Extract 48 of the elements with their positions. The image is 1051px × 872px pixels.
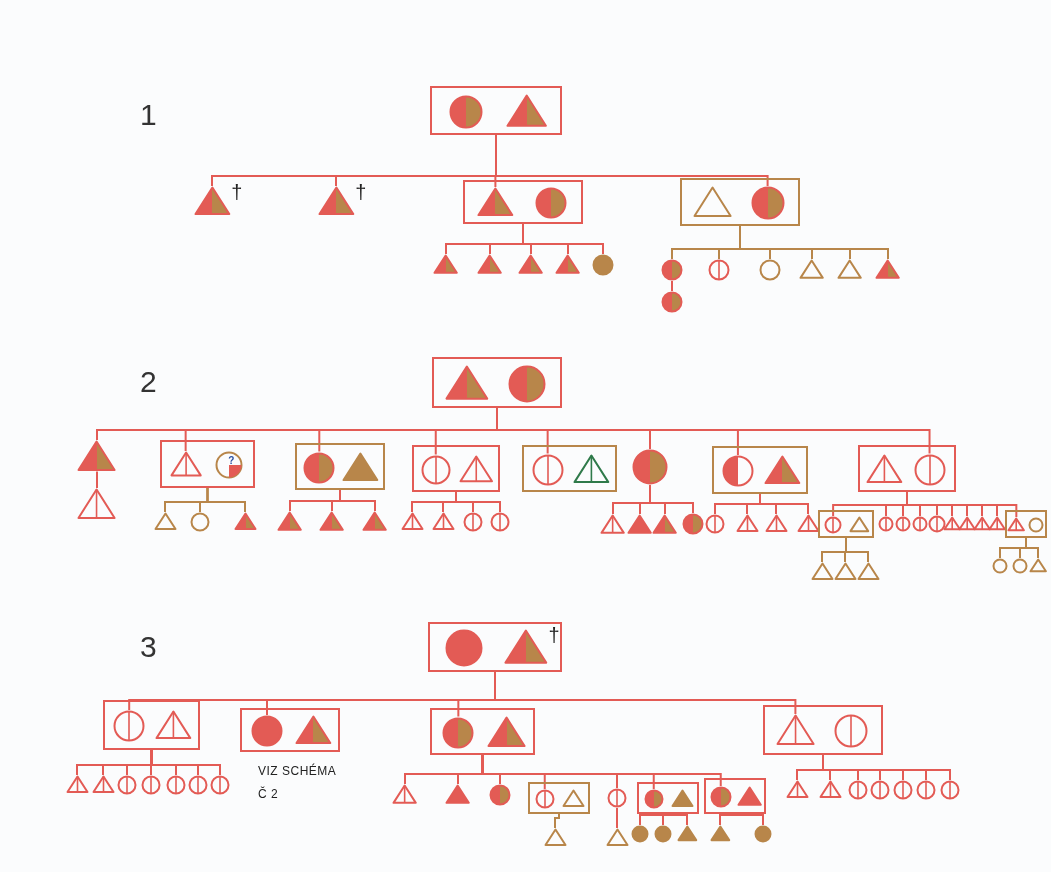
couple-box — [712, 446, 808, 494]
descent-line — [495, 134, 769, 187]
descent-line — [667, 813, 688, 826]
death-mark: † — [548, 623, 560, 647]
couple-box — [522, 445, 617, 492]
note-text: VIZ SCHÉMA Č 2 — [258, 762, 337, 803]
descent-line — [759, 493, 809, 515]
couple-box — [818, 510, 874, 538]
descent-line — [455, 491, 501, 513]
couple-box — [430, 708, 535, 755]
death-mark: † — [355, 180, 367, 204]
descent-line — [845, 537, 869, 563]
couple-box — [240, 708, 340, 752]
descent-line — [496, 407, 931, 455]
descent-line — [96, 470, 98, 489]
descent-line — [671, 280, 673, 292]
couple-box — [430, 86, 562, 135]
descent-line — [649, 484, 694, 514]
couple-box — [463, 180, 583, 224]
couple-box — [160, 440, 255, 488]
couple-box — [412, 445, 500, 492]
couple-box — [704, 778, 766, 814]
couple-box — [432, 357, 562, 408]
descent-line — [554, 813, 560, 829]
descent-line — [150, 749, 221, 776]
descent-line — [616, 807, 618, 829]
couple-box — [680, 178, 800, 226]
panel-number: 1 — [140, 100, 157, 130]
death-mark: † — [231, 180, 243, 204]
couple-box — [528, 782, 590, 814]
descent-line — [206, 487, 246, 513]
descent-line — [719, 813, 736, 826]
descent-line — [906, 491, 1018, 518]
couple-box — [428, 622, 562, 672]
couple-box — [637, 782, 699, 814]
couple-box — [763, 705, 883, 755]
descent-line — [822, 754, 951, 781]
symbol-note: ? — [228, 455, 235, 466]
couple-box — [103, 700, 200, 750]
descent-line — [734, 813, 764, 826]
panel-number: 2 — [140, 367, 157, 397]
descent-line — [494, 671, 797, 715]
panel-number: 3 — [140, 632, 157, 662]
couple-box — [295, 443, 385, 490]
couple-box — [1005, 510, 1047, 538]
descent-line — [481, 754, 722, 787]
couple-box — [858, 445, 956, 492]
descent-line — [1025, 537, 1039, 559]
